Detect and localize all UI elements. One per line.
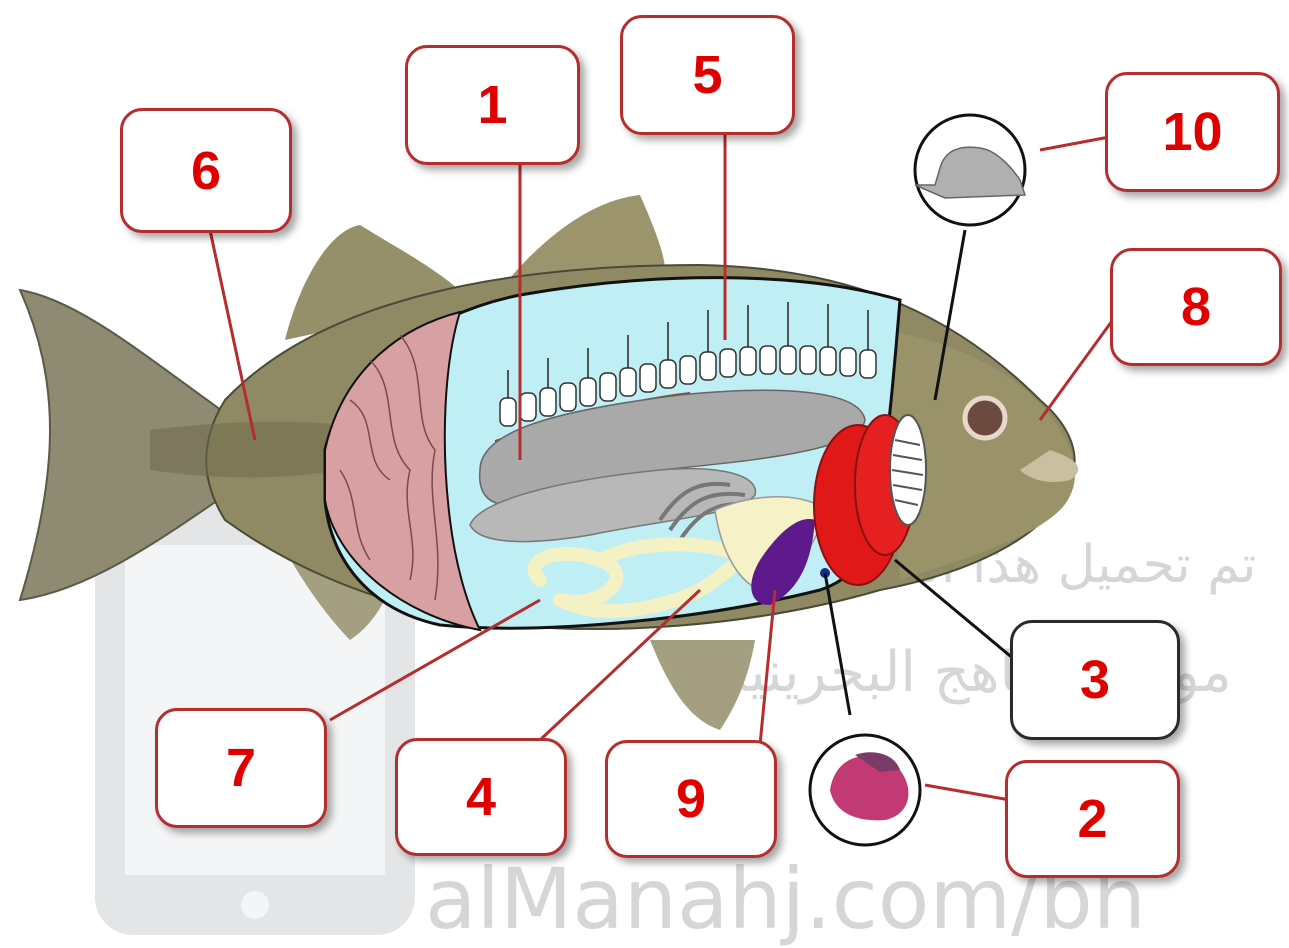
label-box-3: 3 bbox=[1010, 620, 1180, 740]
label-box-7: 7 bbox=[155, 708, 327, 828]
label-2-number: 2 bbox=[1077, 792, 1107, 846]
label-box-5: 5 bbox=[620, 15, 795, 135]
label-10-number: 10 bbox=[1162, 105, 1222, 159]
label-4-number: 4 bbox=[466, 770, 496, 824]
label-9-number: 9 bbox=[676, 772, 706, 826]
label-box-2: 2 bbox=[1005, 760, 1180, 878]
label-box-9: 9 bbox=[605, 740, 777, 858]
label-box-4: 4 bbox=[395, 738, 567, 856]
label-box-8: 8 bbox=[1110, 248, 1282, 366]
label-1-number: 1 bbox=[477, 78, 507, 132]
label-3-number: 3 bbox=[1080, 653, 1110, 707]
label-8-number: 8 bbox=[1181, 280, 1211, 334]
scale-band bbox=[150, 422, 340, 478]
pelvic-fin bbox=[650, 640, 755, 730]
label-box-1: 1 bbox=[405, 45, 580, 165]
label-box-10: 10 bbox=[1105, 72, 1280, 192]
label-7-number: 7 bbox=[226, 741, 256, 795]
label-6-number: 6 bbox=[191, 144, 221, 198]
label-5-number: 5 bbox=[692, 48, 722, 102]
label-box-6: 6 bbox=[120, 108, 292, 233]
fish-eye bbox=[965, 398, 1005, 438]
